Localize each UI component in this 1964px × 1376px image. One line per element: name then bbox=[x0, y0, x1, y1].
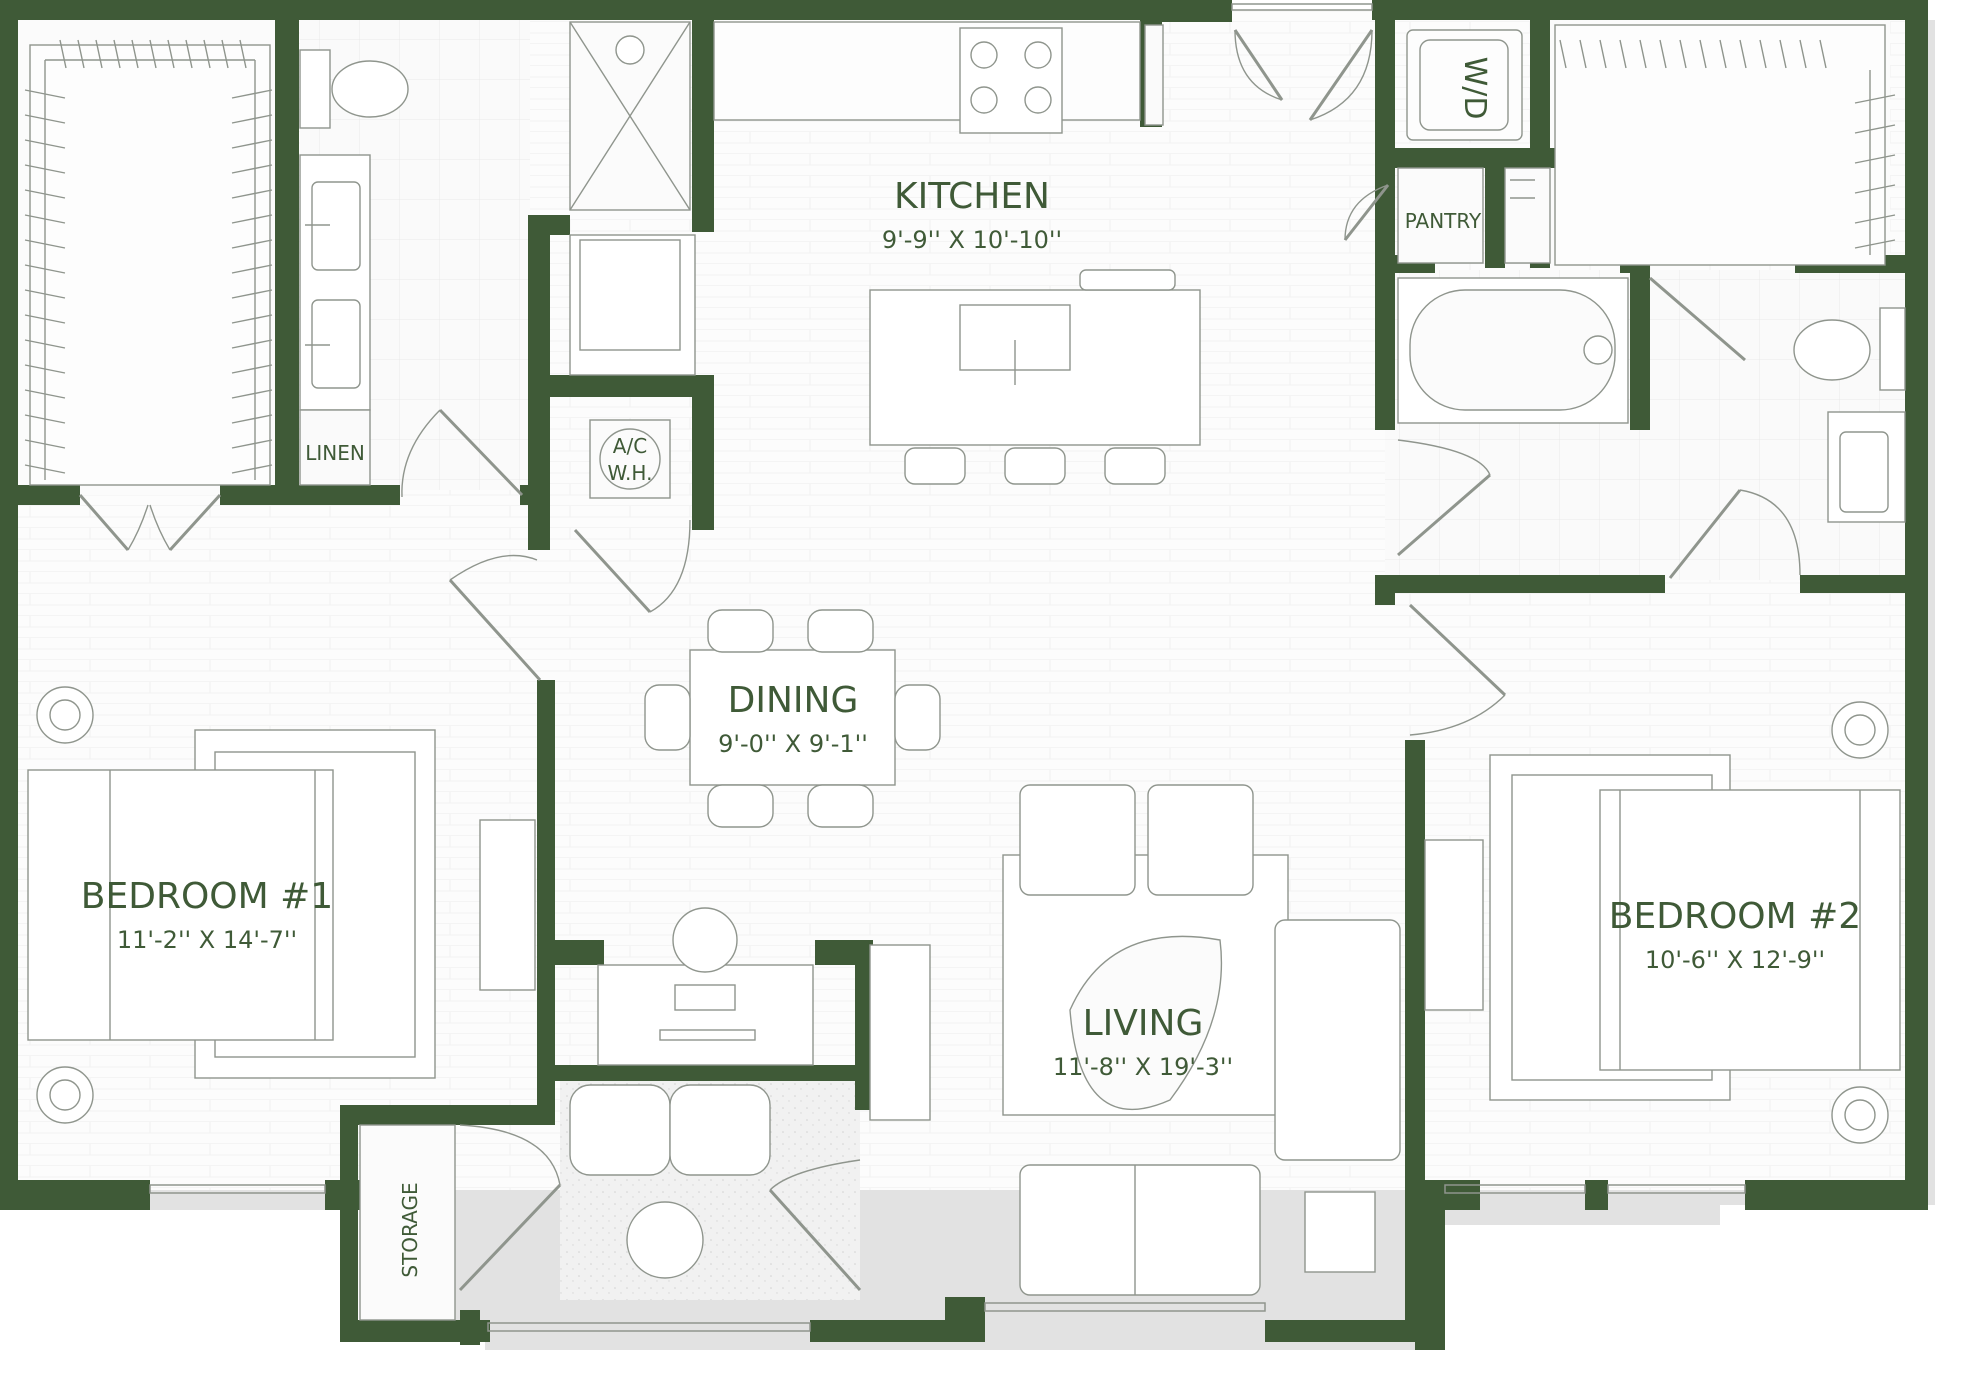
dining-table bbox=[689, 649, 896, 786]
desk bbox=[597, 964, 814, 1066]
island-stools bbox=[904, 447, 1166, 485]
desk-nook bbox=[597, 907, 931, 1121]
storage-door bbox=[458, 1183, 562, 1292]
living-dims: 11'-8'' X 19'-3'' bbox=[1053, 1053, 1233, 1081]
tv-console bbox=[869, 944, 931, 1121]
closet-2 bbox=[1554, 24, 1896, 266]
range bbox=[959, 27, 1063, 134]
patio-table bbox=[626, 1201, 704, 1279]
walls bbox=[0, 0, 1928, 1350]
storage-label: STORAGE bbox=[398, 1182, 422, 1277]
patio-door bbox=[768, 1188, 862, 1292]
pantry-area bbox=[1343, 167, 1551, 264]
patio-window bbox=[487, 1322, 811, 1332]
bedroom2-door bbox=[1408, 603, 1507, 697]
closet-door-right bbox=[168, 493, 222, 552]
closet-hangers-right bbox=[231, 89, 273, 474]
closet-door-left bbox=[78, 494, 130, 551]
bedroom1-name: BEDROOM #1 bbox=[81, 876, 333, 917]
nightstand-lamp-3 bbox=[1831, 701, 1889, 759]
toilet-bowl bbox=[331, 60, 409, 118]
keyboard bbox=[674, 984, 736, 1011]
closet-hangers-top bbox=[59, 39, 247, 69]
dresser-1 bbox=[479, 819, 536, 991]
sofa bbox=[1019, 1164, 1261, 1296]
bedroom2-window-left bbox=[1444, 1184, 1586, 1194]
kitchen-counter bbox=[713, 21, 1141, 121]
bedroom2-furniture bbox=[1408, 603, 1901, 1144]
bedroom2-dims: 10'-6'' X 12'-9'' bbox=[1645, 946, 1825, 974]
washer-dryer-label: W/D bbox=[1457, 57, 1492, 120]
primary-bath bbox=[299, 21, 691, 498]
kitchen-name: KITCHEN bbox=[894, 176, 1050, 217]
walk-in-closet bbox=[24, 39, 273, 552]
bedroom1-furniture bbox=[27, 554, 542, 1124]
pantry-label: PANTRY bbox=[1405, 209, 1482, 233]
living-furniture bbox=[1002, 784, 1401, 1296]
loveseat bbox=[1274, 919, 1401, 1161]
lounge-chair-1 bbox=[569, 1084, 671, 1176]
dining-set bbox=[644, 609, 941, 828]
living-window bbox=[984, 1302, 1266, 1312]
kitchen-dims: 9'-9'' X 10'-10'' bbox=[882, 226, 1062, 254]
wh-label: W.H. bbox=[608, 461, 653, 485]
dining-dims: 9'-0'' X 9'-1'' bbox=[718, 730, 868, 758]
desk-chair bbox=[672, 907, 738, 973]
living-name: LIVING bbox=[1083, 1003, 1204, 1044]
linen-closet bbox=[299, 409, 371, 486]
nightstand-lamp-4 bbox=[1831, 1086, 1889, 1144]
entry-doors bbox=[1233, 29, 1374, 121]
second-bath bbox=[1397, 276, 1906, 579]
bedroom1-door bbox=[448, 578, 542, 682]
ac-label: A/C bbox=[613, 434, 647, 458]
shower-head-icon bbox=[615, 35, 645, 65]
bed-1 bbox=[27, 769, 334, 1041]
bedroom1-window bbox=[149, 1184, 326, 1194]
nightstand-lamp-1 bbox=[36, 686, 94, 744]
kitchen-fixtures bbox=[569, 21, 1201, 485]
tub-shower-icon bbox=[1583, 335, 1613, 365]
windows bbox=[149, 3, 1746, 1332]
armchair-2 bbox=[1147, 784, 1254, 896]
fridge-edge bbox=[1144, 24, 1164, 126]
storage-closet bbox=[359, 1124, 456, 1321]
coffee-table bbox=[1069, 935, 1223, 1110]
dining-name: DINING bbox=[728, 680, 859, 721]
end-table bbox=[1304, 1191, 1376, 1273]
pantry-shelf bbox=[1504, 167, 1551, 264]
bedroom2-window-right bbox=[1607, 1184, 1746, 1194]
washer-dryer bbox=[1406, 29, 1523, 141]
closet-hangers-left bbox=[24, 89, 66, 474]
dresser-2 bbox=[1424, 839, 1484, 1011]
armchair-1 bbox=[1019, 784, 1136, 896]
refrigerator bbox=[569, 234, 696, 376]
toilet2-bowl bbox=[1793, 319, 1871, 381]
entry-transom bbox=[1231, 3, 1373, 11]
nightstand-lamp-2 bbox=[36, 1066, 94, 1124]
lounge-chair-2 bbox=[669, 1084, 771, 1176]
bedroom1-dims: 11'-2'' X 14'-7'' bbox=[117, 926, 297, 954]
bedroom2-name: BEDROOM #2 bbox=[1609, 896, 1861, 937]
bed-2 bbox=[1599, 789, 1901, 1071]
patio bbox=[359, 1084, 862, 1321]
toilet2-tank bbox=[1879, 307, 1906, 391]
room-labels: KITCHEN 9'-9'' X 10'-10'' DINING 9'-0'' … bbox=[81, 57, 1861, 1278]
stool-back bbox=[1079, 269, 1176, 291]
linen-label: LINEN bbox=[305, 441, 365, 465]
monitor bbox=[659, 1029, 756, 1041]
toilet-tank bbox=[299, 49, 331, 129]
ac-water-heater bbox=[573, 419, 691, 614]
